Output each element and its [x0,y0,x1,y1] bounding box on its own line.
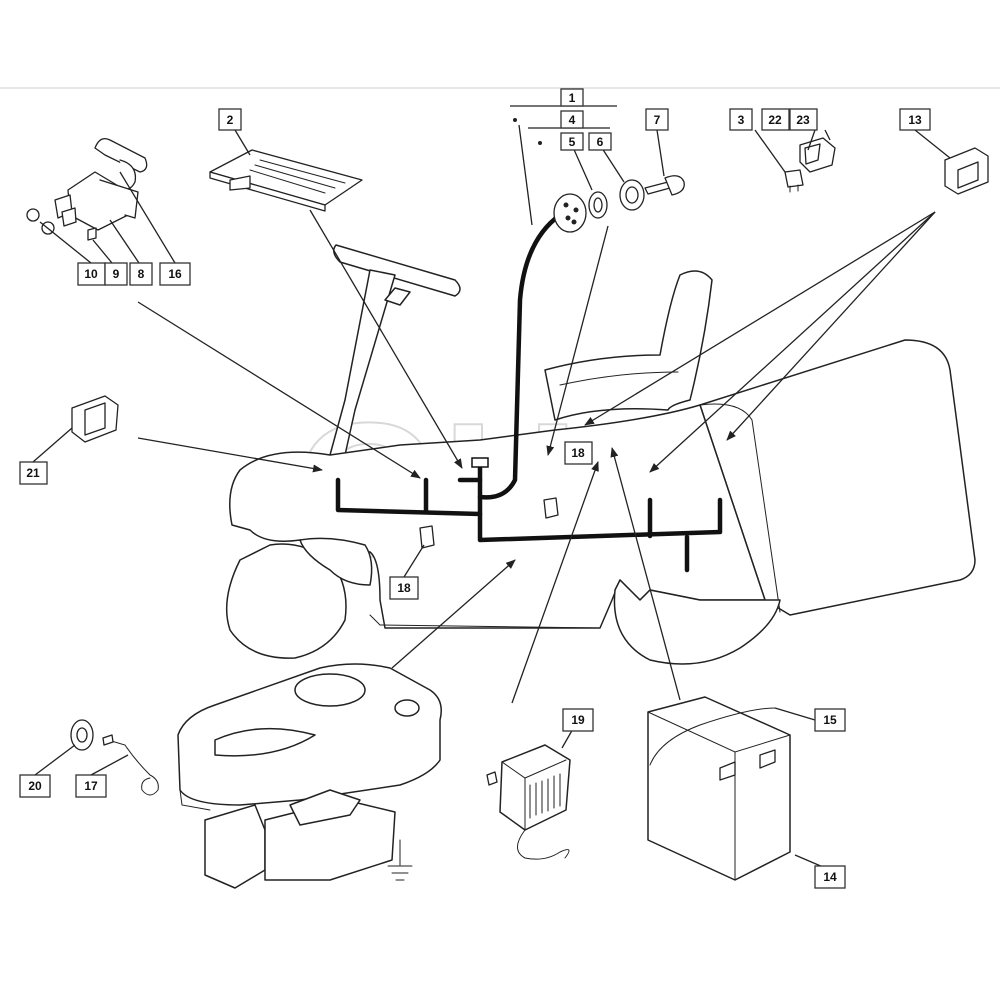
tractor-outline [225,244,976,665]
callout-14: 14 [814,865,846,889]
callout-8: 8 [129,262,153,286]
callout-16: 16 [159,262,191,286]
callout-7: 7 [645,108,669,131]
svg-text:18: 18 [571,446,585,460]
grommet-icon [70,719,94,751]
solenoid-icon [26,137,148,241]
key-icon [644,175,685,196]
callout-23: 23 [789,108,818,131]
callout-18-b: 18 [389,576,419,600]
ignition-switch-icon [553,179,645,233]
callout-18-a: 18 [564,441,593,465]
charger-icon [486,744,571,860]
callout-2: 2 [218,108,242,131]
svg-text:20: 20 [28,779,42,793]
callout-21: 21 [19,461,48,485]
svg-text:22: 22 [768,113,782,127]
svg-text:21: 21 [26,466,40,480]
callout-6: 6 [588,132,612,151]
svg-text:5: 5 [569,135,576,149]
svg-text:17: 17 [84,779,98,793]
svg-text:7: 7 [654,113,661,127]
callout-4: 4 [560,110,584,129]
svg-text:23: 23 [796,113,810,127]
circuit-board-icon [209,149,363,212]
svg-text:10: 10 [84,267,98,281]
svg-text:18: 18 [397,581,411,595]
callout-22: 22 [761,108,790,131]
callout-13: 13 [899,108,931,131]
callout-15: 15 [814,708,846,732]
wiring-harness [335,212,723,573]
svg-text:14: 14 [823,870,837,884]
callout-group-1-6: 1 4 5 6 [510,88,617,151]
callout-20: 20 [19,774,51,798]
fuse-icon [784,169,804,193]
svg-text:15: 15 [823,713,837,727]
callout-19: 19 [562,708,594,732]
svg-text:4: 4 [569,113,576,127]
callout-3: 3 [729,108,753,131]
switch-icon [71,395,119,443]
battery-icon [647,696,791,881]
callout-1: 1 [560,88,584,107]
relay-icon [799,137,836,173]
rocker-switch-icon [944,147,989,195]
svg-text:8: 8 [138,267,145,281]
svg-text:13: 13 [908,113,922,127]
callout-10: 10 [77,262,106,286]
callout-5: 5 [560,132,584,151]
lead-wire-icon [102,734,159,796]
svg-text:6: 6 [597,135,604,149]
svg-text:16: 16 [168,267,182,281]
svg-text:9: 9 [113,267,120,281]
leader-lines [32,124,951,871]
callout-9: 9 [104,262,128,286]
svg-text:19: 19 [571,713,585,727]
svg-text:3: 3 [738,113,745,127]
callout-17: 17 [75,774,107,798]
pointer-arrows [137,209,936,704]
engine-icon [177,663,442,889]
svg-text:1: 1 [569,91,576,105]
svg-text:2: 2 [227,113,234,127]
